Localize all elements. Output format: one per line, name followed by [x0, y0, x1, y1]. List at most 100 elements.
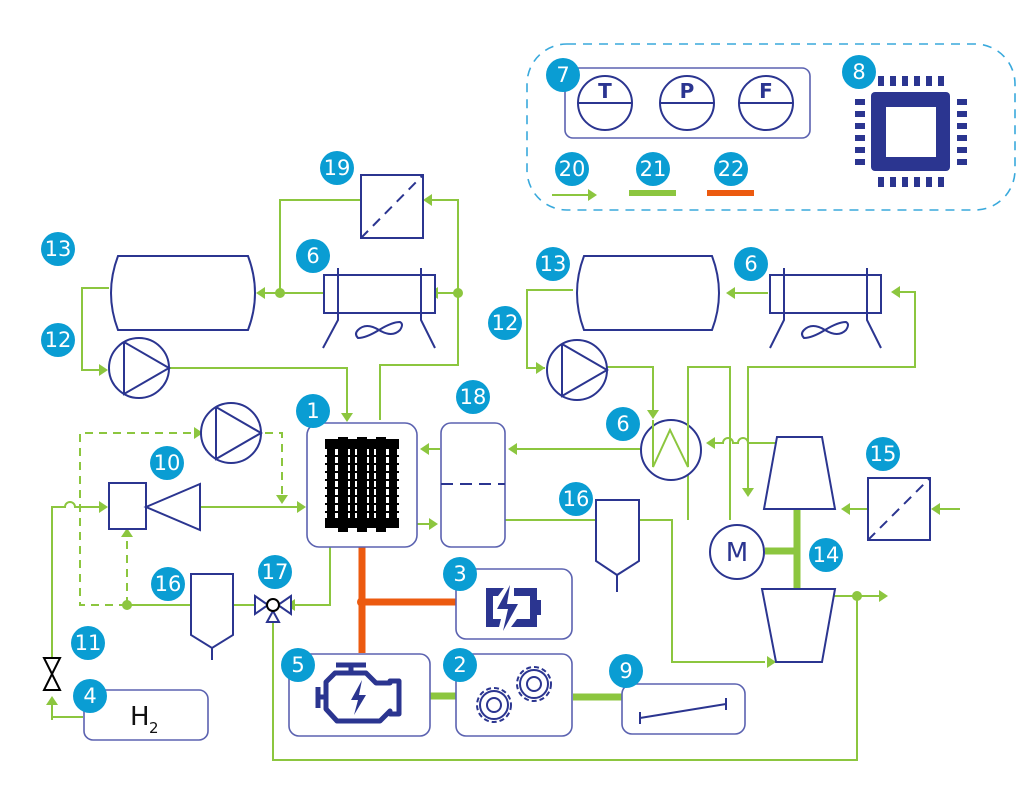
temperature-sensor[interactable]: T	[577, 75, 633, 131]
svg-text:19: 19	[324, 156, 351, 180]
ejector[interactable]	[108, 482, 201, 532]
badge-14[interactable]: 14	[809, 538, 843, 572]
badge-6-hx[interactable]: 6	[606, 407, 640, 441]
badge-8[interactable]: 8	[842, 55, 876, 89]
mechanical-links	[430, 510, 801, 701]
electric-motor[interactable]	[288, 653, 431, 737]
svg-text:1: 1	[306, 399, 319, 423]
badge-11[interactable]: 11	[71, 626, 105, 660]
water-separator-left[interactable]	[190, 573, 234, 660]
svg-text:3: 3	[453, 562, 466, 586]
badge-1[interactable]: 1	[296, 394, 330, 428]
control-unit-chip-icon[interactable]	[855, 76, 967, 187]
svg-text:12: 12	[492, 311, 519, 335]
badge-13-left[interactable]: 13	[41, 232, 75, 266]
water-separator-right[interactable]	[595, 499, 640, 592]
svg-text:8: 8	[852, 60, 865, 84]
badge-19[interactable]: 19	[320, 151, 354, 185]
compressor[interactable]	[762, 436, 837, 510]
svg-text:5: 5	[291, 653, 304, 677]
badge-12-left[interactable]: 12	[41, 323, 75, 357]
svg-text:2: 2	[453, 653, 466, 677]
svg-text:13: 13	[540, 252, 567, 276]
svg-text:16: 16	[563, 487, 590, 511]
bolt-icon	[351, 680, 366, 715]
air-filter[interactable]	[867, 477, 931, 541]
svg-text:11: 11	[75, 631, 102, 655]
pressure-sensor[interactable]: P	[659, 75, 715, 131]
fuel-cell-stack[interactable]	[306, 422, 418, 548]
badge-21[interactable]: 21	[636, 152, 670, 186]
coolant-filter[interactable]	[360, 174, 424, 239]
badge-2[interactable]: 2	[443, 648, 477, 682]
badge-16-right[interactable]: 16	[559, 482, 593, 516]
badge-20[interactable]: 20	[555, 152, 589, 186]
svg-text:13: 13	[45, 237, 72, 261]
svg-text:14: 14	[813, 543, 840, 567]
pressure-valve[interactable]	[42, 657, 62, 691]
badge-10[interactable]: 10	[150, 446, 184, 480]
svg-text:22: 22	[718, 157, 745, 181]
hydrogen-tank[interactable]: H 2	[83, 689, 209, 741]
svg-text:20: 20	[559, 157, 586, 181]
temperature-sensor-label: T	[598, 79, 612, 103]
humidifier[interactable]	[440, 422, 506, 548]
badge-17[interactable]: 17	[258, 555, 292, 589]
engine-icon	[315, 662, 402, 724]
badge-4[interactable]: 4	[73, 679, 107, 713]
svg-text:6: 6	[306, 244, 319, 268]
svg-text:4: 4	[83, 684, 96, 708]
badge-22[interactable]: 22	[714, 152, 748, 186]
svg-text:17: 17	[262, 560, 289, 584]
flow-sensor[interactable]: F	[738, 75, 794, 131]
compressor-motor[interactable]: M	[709, 524, 765, 580]
gears-icon	[476, 666, 552, 723]
battery-charging-icon	[486, 585, 541, 631]
turbine[interactable]	[760, 588, 837, 663]
coolant-pump-right[interactable]	[546, 339, 609, 401]
gearbox[interactable]	[455, 653, 573, 737]
svg-text:10: 10	[154, 451, 181, 475]
number-badges: 1 2 3 4 5 6 6 6 7 8 9 10 11 12 12 13 13 …	[41, 55, 900, 713]
electrical-links	[357, 545, 456, 653]
fluid-line-arrow-icon	[588, 189, 597, 201]
radiator-left[interactable]	[322, 268, 436, 349]
badge-13-right[interactable]: 13	[536, 247, 570, 281]
drive-shaft[interactable]	[621, 683, 746, 735]
badge-3[interactable]: 3	[443, 557, 477, 591]
badge-15[interactable]: 15	[866, 437, 900, 471]
badge-6-right[interactable]: 6	[734, 247, 768, 281]
badge-9[interactable]: 9	[609, 654, 643, 688]
motor-label: M	[726, 538, 748, 568]
badge-12-right[interactable]: 12	[488, 306, 522, 340]
badge-18[interactable]: 18	[456, 380, 490, 414]
svg-text:6: 6	[744, 252, 757, 276]
pressure-sensor-label: P	[680, 79, 695, 103]
coolant-reservoir-left[interactable]	[110, 255, 256, 331]
svg-text:7: 7	[556, 63, 569, 87]
svg-text:12: 12	[45, 328, 72, 352]
badge-7[interactable]: 7	[546, 58, 580, 92]
coolant-pump-left[interactable]	[108, 337, 171, 399]
legend-panel: T P F	[526, 43, 1016, 211]
hydrogen-label: H	[130, 702, 150, 732]
recirculation-pump[interactable]	[200, 402, 263, 464]
coolant-reservoir-right[interactable]	[576, 255, 720, 331]
hydrogen-subscript: 2	[149, 719, 159, 737]
flow-sensor-label: F	[759, 79, 773, 103]
heat-exchanger-coil[interactable]	[640, 419, 702, 481]
badge-5[interactable]: 5	[281, 648, 315, 682]
battery[interactable]	[455, 568, 573, 640]
svg-text:15: 15	[870, 442, 897, 466]
svg-text:18: 18	[460, 385, 487, 409]
three-way-valve[interactable]	[254, 594, 292, 623]
badge-16-left[interactable]: 16	[151, 567, 185, 601]
svg-text:16: 16	[155, 572, 182, 596]
svg-text:9: 9	[619, 659, 632, 683]
svg-text:6: 6	[616, 412, 629, 436]
svg-text:21: 21	[640, 157, 667, 181]
radiator-right[interactable]	[769, 268, 882, 349]
badge-6-left[interactable]: 6	[296, 239, 330, 273]
legend-frame	[526, 43, 1016, 211]
